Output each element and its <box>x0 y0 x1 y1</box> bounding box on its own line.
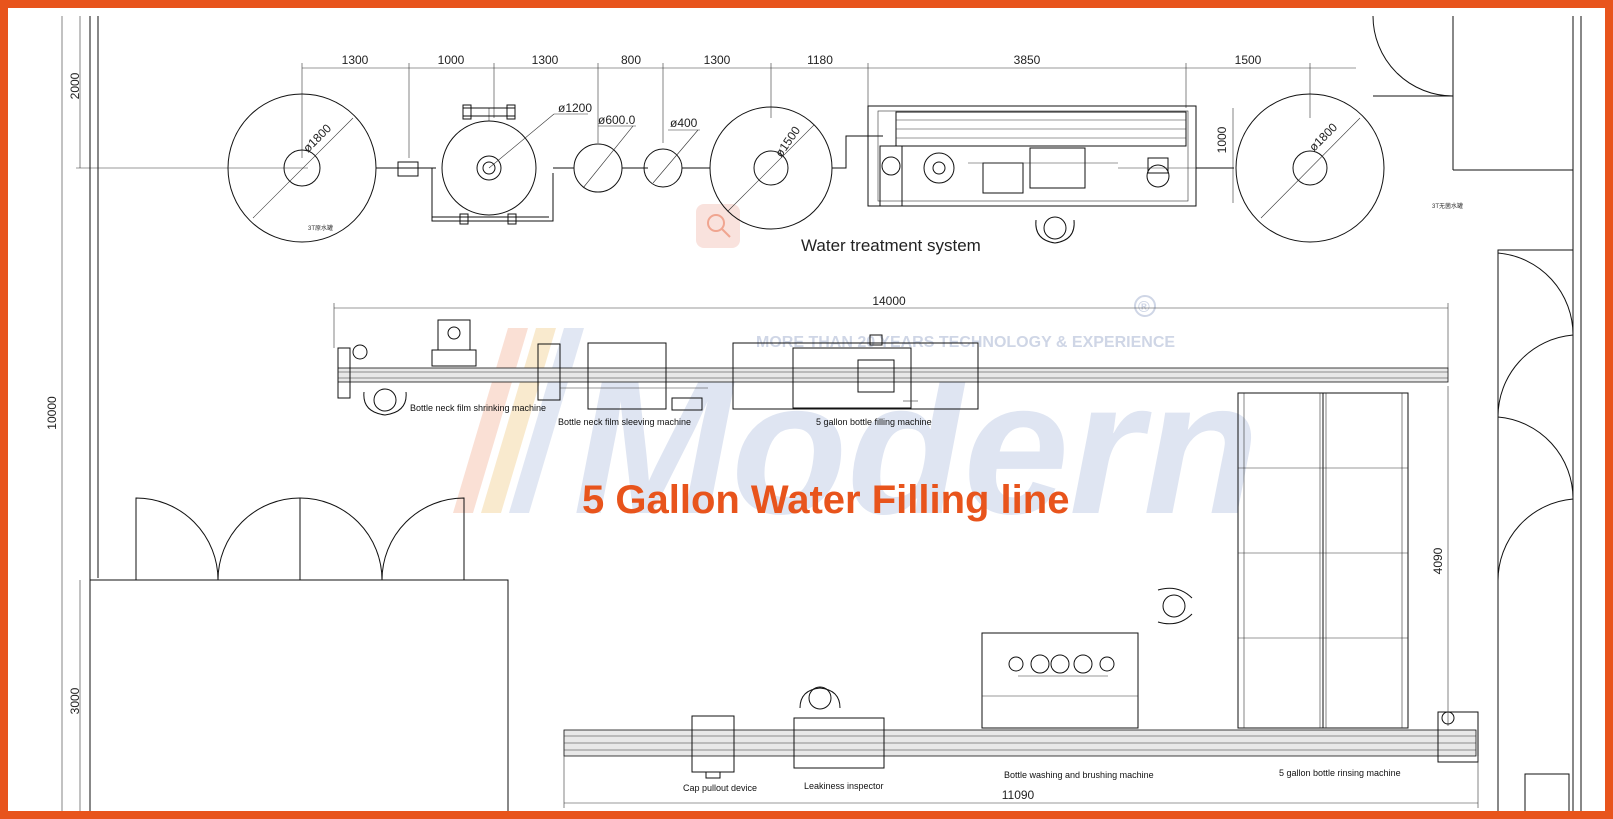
dim-top-8: 1500 <box>1235 53 1262 67</box>
carbon-filter-diameter: ø600.0 <box>598 113 636 127</box>
raw-tank-diameter: ø1800 <box>300 121 334 155</box>
washing-machine <box>981 632 1139 729</box>
ro-machine: 1000 <box>867 105 1234 207</box>
rinsing-label: 5 gallon bottle rinsing machine <box>1279 768 1401 778</box>
operator-icon <box>1035 216 1075 244</box>
bottom-length-dim: 11090 <box>1002 788 1035 802</box>
dim-top-4: 800 <box>621 53 641 67</box>
softener-filter: ø400 <box>643 116 700 188</box>
sand-filter: ø1200 <box>441 101 592 216</box>
leakiness-label: Leakiness inspector <box>804 781 884 791</box>
shrinking-label: Bottle neck film shrinking machine <box>410 403 546 413</box>
rinsing-machine: 4090 <box>1237 386 1449 729</box>
page-title: 5 Gallon Water Filling line <box>582 478 1069 522</box>
pure-water-tank: ø1800 3T无菌水罐 <box>1235 93 1463 243</box>
dim-top-2: 1000 <box>438 53 465 67</box>
dim-top-1: 1300 <box>342 53 369 67</box>
building-walls <box>89 15 1582 811</box>
line-length-dim: 14000 <box>872 294 906 308</box>
middle-tank-diameter: ø1500 <box>772 123 803 159</box>
sleeving-label: Bottle neck film sleeving machine <box>558 417 691 427</box>
dim-top-3: 1300 <box>532 53 559 67</box>
water-treatment-label: Water treatment system <box>801 236 981 255</box>
carbon-filter: ø600.0 <box>573 113 636 193</box>
filling-machine <box>732 334 979 410</box>
filling-label: 5 gallon bottle filling machine <box>816 417 932 427</box>
left-dimension-lines: 2000 10000 3000 <box>45 16 308 811</box>
plant-layout-drawing: Modern MORE THAN 20 YEARS TECHNOLOGY & E… <box>45 15 1582 811</box>
middle-water-tank: ø1500 <box>709 106 833 230</box>
sand-filter-diameter: ø1200 <box>558 101 592 115</box>
pure-tank-diameter: ø1800 <box>1306 120 1340 154</box>
main-conveyor <box>337 367 1449 383</box>
ro-height-dim: 1000 <box>1215 126 1229 153</box>
cap-pullout-device <box>691 715 735 779</box>
sleeving-machine <box>537 342 708 411</box>
top-dimension-chain: 1300 1000 1300 800 1300 1180 3850 1500 <box>301 53 1356 158</box>
dim-left-bottom: 3000 <box>68 687 82 714</box>
dim-top-5: 1300 <box>704 53 731 67</box>
feed-pump <box>397 161 419 177</box>
water-treatment-system: ø1800 3T原水罐 ø1200 ø600.0 <box>227 93 1463 255</box>
softener-diameter: ø400 <box>670 116 698 130</box>
dim-left-mid: 10000 <box>45 396 59 430</box>
dim-top-6: 1180 <box>807 53 833 67</box>
raw-tank-label: 3T原水罐 <box>308 224 333 232</box>
dim-left-top: 2000 <box>68 72 82 99</box>
pure-tank-label: 3T无菌水罐 <box>1432 202 1463 210</box>
watermark-registered: ® <box>1138 299 1150 316</box>
zoom-icon <box>696 204 740 248</box>
shrinking-machine <box>363 319 477 416</box>
rinse-depth-dim: 4090 <box>1431 547 1445 574</box>
leakiness-inspector <box>793 686 885 769</box>
dim-top-7: 3850 <box>1014 53 1041 67</box>
washing-label: Bottle washing and brushing machine <box>1004 770 1154 780</box>
filling-line: 14000 Bottle neck film sh <box>333 294 1449 427</box>
lower-line: Cap pullout device Leakiness inspector B… <box>563 632 1479 808</box>
operator-icon <box>1157 587 1193 625</box>
cap-pullout-label: Cap pullout device <box>683 783 757 793</box>
